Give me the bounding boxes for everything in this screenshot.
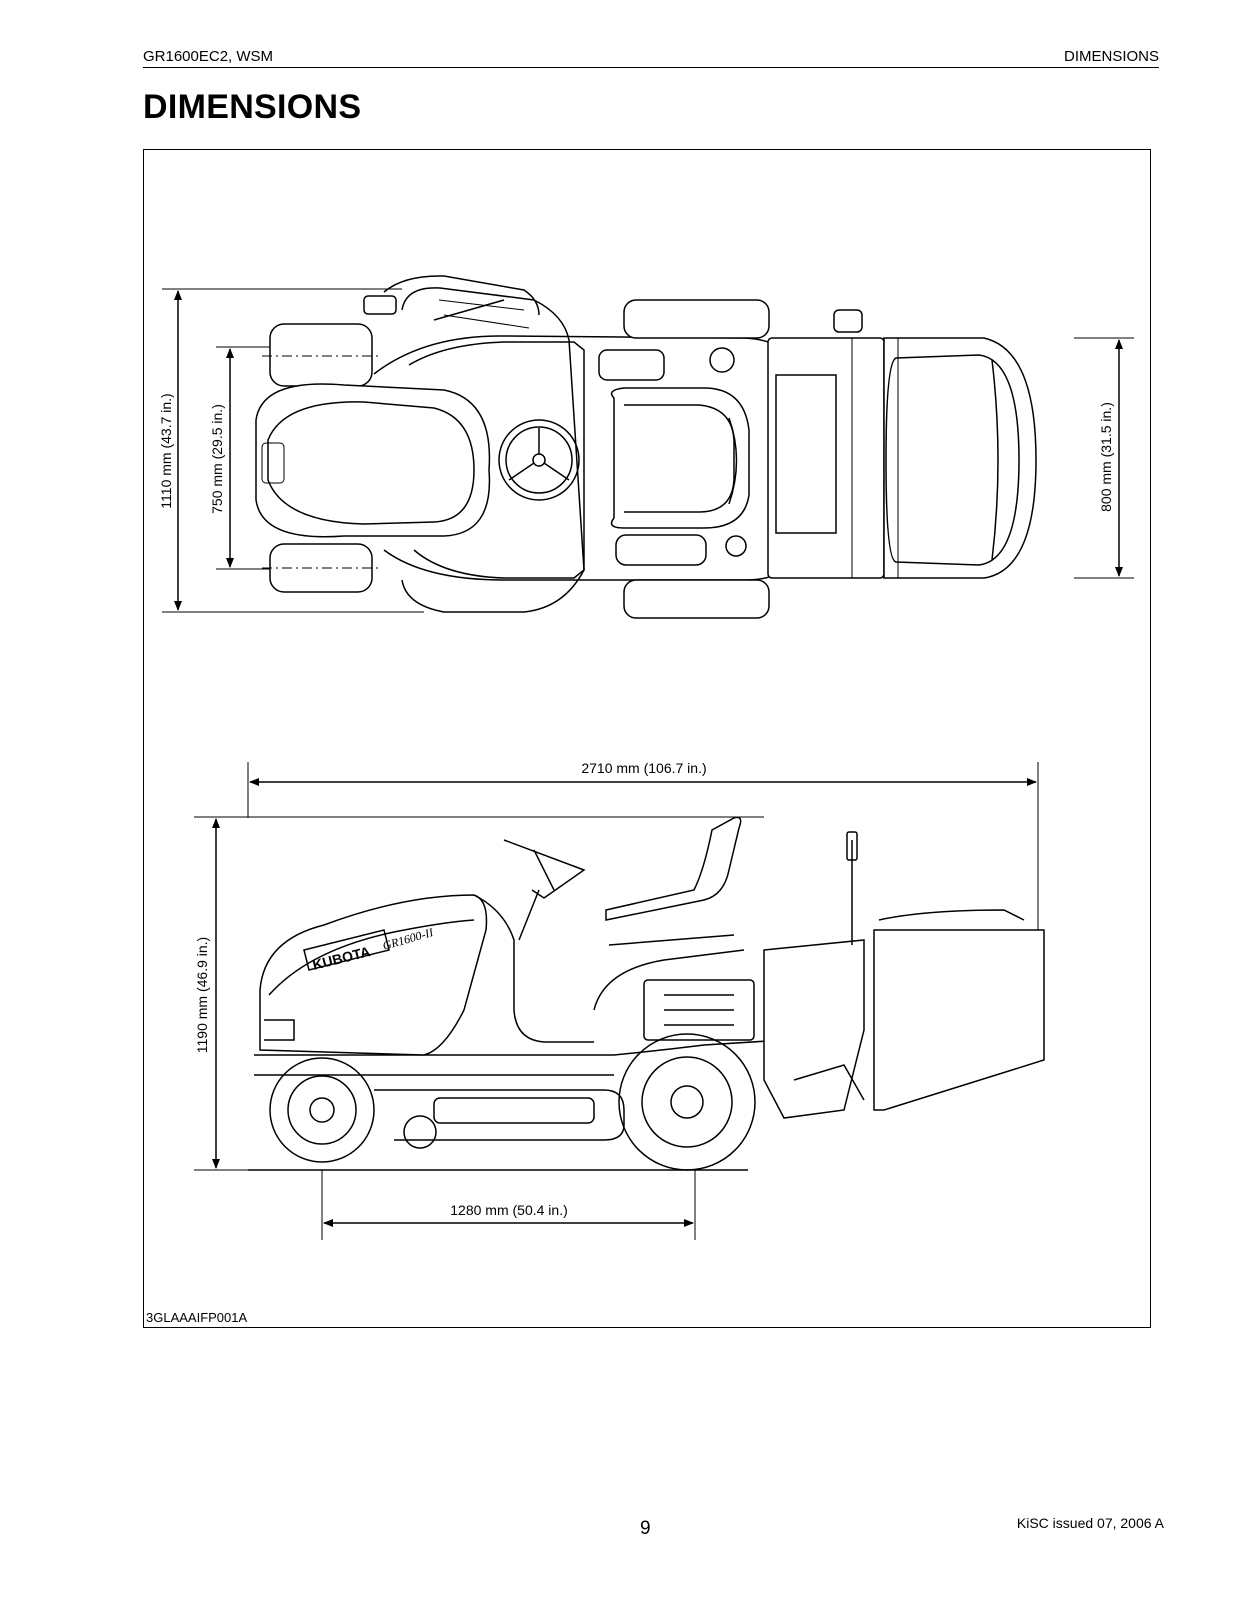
page-number: 9: [640, 1518, 651, 1539]
header-rule: [143, 67, 1159, 68]
header-doc-code: GR1600EC2, WSM: [143, 48, 274, 65]
figure-id: 3GLAAAIFP001A: [146, 1310, 248, 1325]
side-view-drawing: KUBOTA GR1600-II: [194, 762, 1045, 1240]
dim-overall-width: 1110 mm (43.7 in.): [158, 393, 174, 508]
dim-wheelbase: 1280 mm (50.4 in.): [450, 1202, 568, 1218]
dimensions-drawing: 1110 mm (43.7 in.) 750 mm (29.5 in.) 800…: [158, 275, 1134, 1240]
dim-overall-height: 1190 mm (46.9 in.): [194, 937, 210, 1053]
dim-overall-length: 2710 mm (106.7 in.): [581, 760, 706, 776]
dim-grass-bag-width: 800 mm (31.5 in.): [1098, 402, 1114, 512]
issue-info: KiSC issued 07, 2006 A: [1016, 1515, 1164, 1531]
header-section-title: DIMENSIONS: [1063, 48, 1159, 65]
page-title: DIMENSIONS: [143, 88, 362, 126]
dim-tread: 750 mm (29.5 in.): [209, 404, 225, 514]
top-view-drawing: [162, 275, 1134, 619]
dimensions-figure-frame: 1110 mm (43.7 in.) 750 mm (29.5 in.) 800…: [143, 149, 1151, 1328]
